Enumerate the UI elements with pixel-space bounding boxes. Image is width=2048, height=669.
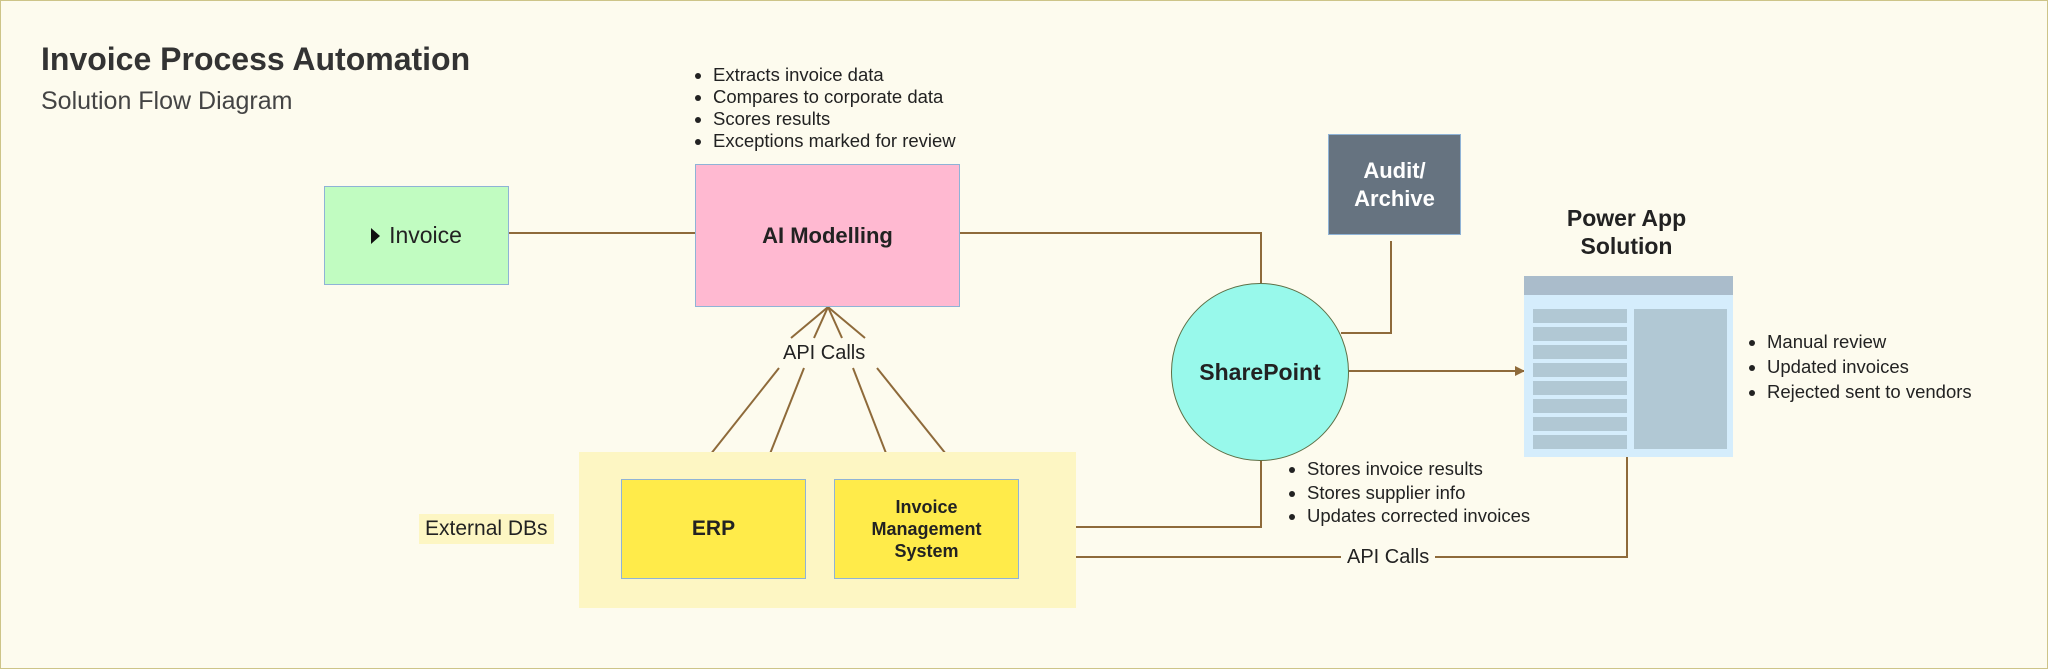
sharepoint-note: Stores supplier info	[1307, 481, 1530, 505]
external-dbs-label: External DBs	[419, 514, 554, 544]
app-list	[1533, 309, 1627, 453]
erp-node[interactable]: ERP	[621, 479, 806, 579]
edge-sharepoint-ext	[1076, 461, 1262, 528]
ims-label-line1: Invoice	[895, 497, 958, 517]
power-app-note: Manual review	[1767, 329, 1972, 354]
ai-note: Scores results	[713, 108, 956, 130]
sharepoint-note: Updates corrected invoices	[1307, 504, 1530, 528]
ai-modelling-label: AI Modelling	[762, 222, 893, 248]
power-app-title: Power App Solution	[1524, 204, 1729, 260]
ims-label-line3: System	[894, 541, 959, 561]
audit-label-line2: Archive	[1354, 185, 1435, 211]
app-title-bar	[1524, 276, 1733, 295]
ai-note: Exceptions marked for review	[713, 130, 956, 152]
power-app-title-line2: Solution	[1580, 233, 1673, 259]
app-list-row	[1533, 363, 1627, 377]
power-app-window-icon[interactable]	[1524, 276, 1733, 457]
app-list-row	[1533, 309, 1627, 323]
power-app-notes: Manual review Updated invoices Rejected …	[1743, 329, 1972, 404]
invoice-management-system-node[interactable]: Invoice Management System	[834, 479, 1019, 579]
ims-label-line2: Management	[871, 519, 982, 539]
power-app-note: Rejected sent to vendors	[1767, 379, 1972, 404]
ai-note: Extracts invoice data	[713, 64, 956, 86]
edge-audit-sharepoint	[1341, 241, 1392, 334]
edge-api-ai-2	[813, 306, 829, 339]
power-app-note: Updated invoices	[1767, 354, 1972, 379]
app-list-row	[1533, 381, 1627, 395]
api-calls-label-ai: API Calls	[777, 342, 872, 365]
sharepoint-label: SharePoint	[1199, 358, 1321, 385]
edge-api-ai-4	[827, 306, 866, 339]
app-list-row	[1533, 345, 1627, 359]
app-detail-panel	[1634, 309, 1727, 449]
edge-app-ext	[1076, 457, 1628, 558]
audit-archive-node[interactable]: Audit/ Archive	[1328, 134, 1461, 235]
edge-ai-sharepoint	[960, 232, 1262, 283]
play-triangle-icon	[371, 227, 381, 244]
app-list-row	[1533, 417, 1627, 431]
power-app-title-line1: Power App	[1566, 205, 1687, 231]
ai-modelling-node[interactable]: AI Modelling	[695, 164, 960, 307]
app-list-row	[1533, 399, 1627, 413]
api-calls-label-app: API Calls	[1341, 546, 1436, 569]
sharepoint-notes: Stores invoice results Stores supplier i…	[1283, 457, 1530, 528]
ai-notes: Extracts invoice data Compares to corpor…	[689, 64, 956, 152]
edge-api-ai-3	[827, 306, 843, 339]
sharepoint-node[interactable]: SharePoint	[1171, 283, 1349, 461]
page-title: Invoice Process Automation	[41, 41, 471, 77]
edge-api-ai-1	[790, 306, 829, 339]
invoice-label: Invoice	[389, 222, 462, 248]
erp-label: ERP	[691, 517, 736, 540]
app-list-row	[1533, 435, 1627, 449]
ai-note: Compares to corporate data	[713, 86, 956, 108]
audit-label-line1: Audit/	[1363, 157, 1426, 183]
sharepoint-note: Stores invoice results	[1307, 457, 1530, 481]
page-subtitle: Solution Flow Diagram	[41, 87, 293, 115]
invoice-node[interactable]: Invoice	[324, 186, 509, 285]
app-list-row	[1533, 327, 1627, 341]
